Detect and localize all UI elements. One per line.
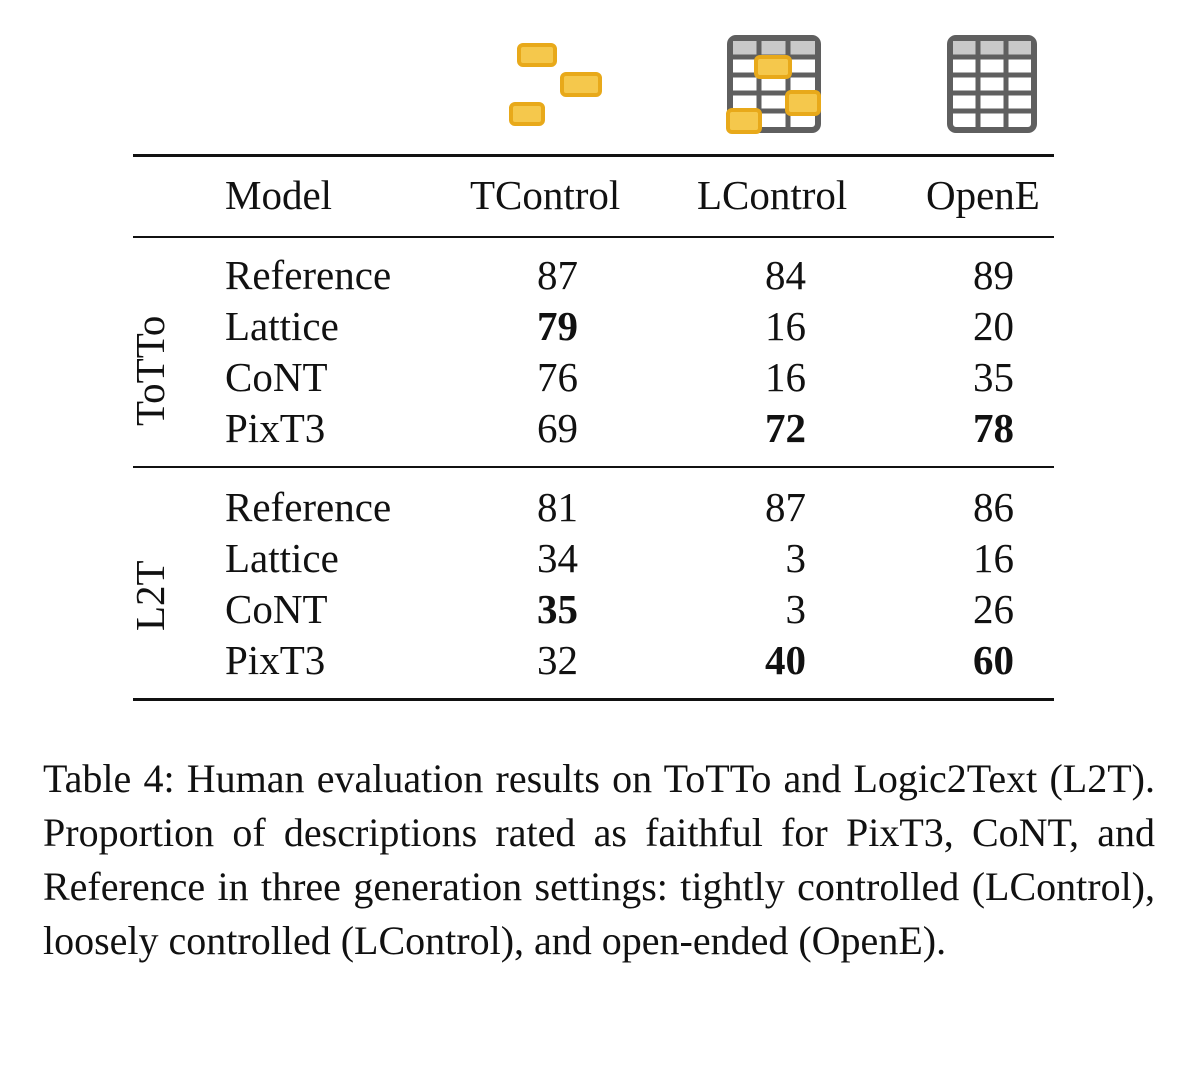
table-cell: 87 — [537, 252, 578, 298]
table-cell-best: 35 — [537, 586, 578, 632]
table-row-model: PixT3 — [225, 405, 326, 451]
table-cell: 86 — [973, 484, 1014, 530]
header-opene: OpenE — [926, 172, 1040, 218]
table-row-model: Reference — [225, 484, 392, 530]
table-highlighted-cells-icon — [726, 35, 821, 134]
table-cell: 81 — [537, 484, 578, 530]
table-cell: 16 — [973, 535, 1014, 581]
header-lcontrol: LControl — [697, 172, 848, 218]
header-rule — [133, 236, 1054, 238]
table-row-model: CoNT — [225, 354, 328, 400]
table-cell: 89 — [973, 252, 1014, 298]
table-cell-best: 72 — [765, 405, 806, 451]
table-cell: 35 — [973, 354, 1014, 400]
table-cell: 3 — [785, 535, 807, 581]
table-caption: Table 4: Human evaluation results on ToT… — [43, 756, 1155, 963]
table-row-model: CoNT — [225, 586, 328, 632]
full-table-icon — [947, 35, 1037, 133]
table-row-model: Reference — [225, 252, 392, 298]
scattered-cells-icon — [509, 43, 602, 126]
table-row-model: Lattice — [225, 535, 339, 581]
table-cell-best: 79 — [537, 303, 578, 349]
table-cell: 32 — [537, 637, 578, 683]
table-cell-best: 60 — [973, 637, 1014, 683]
group-label-l2t: L2T — [127, 560, 173, 631]
table-cell: 34 — [537, 535, 578, 581]
table-cell: 69 — [537, 405, 578, 451]
group-rule — [133, 466, 1054, 468]
table-cell-best: 40 — [765, 637, 806, 683]
table-cell: 16 — [765, 303, 806, 349]
group-label-totto: ToTTo — [127, 315, 173, 426]
table-cell: 3 — [785, 586, 807, 632]
table-row-model: PixT3 — [225, 637, 326, 683]
table-cell: 87 — [765, 484, 806, 530]
table-cell: 26 — [973, 586, 1014, 632]
bottom-rule — [133, 698, 1054, 701]
table-cell-best: 78 — [973, 405, 1014, 451]
header-tcontrol: TControl — [470, 172, 621, 218]
table-cell: 16 — [765, 354, 806, 400]
header-model: Model — [225, 172, 333, 218]
table-cell: 84 — [765, 252, 806, 298]
table-cell: 20 — [973, 303, 1014, 349]
table-row-model: Lattice — [225, 303, 339, 349]
table-cell: 76 — [537, 354, 578, 400]
top-rule — [133, 154, 1054, 157]
